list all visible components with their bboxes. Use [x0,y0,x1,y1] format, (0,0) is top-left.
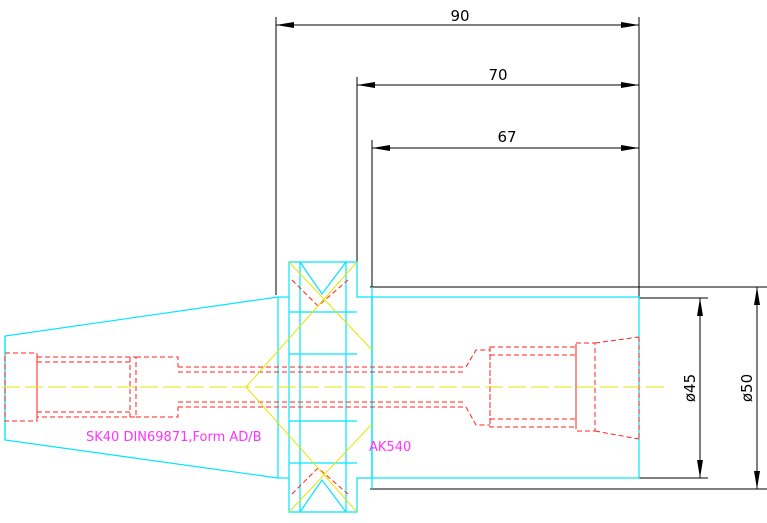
arrow-67-left [372,145,390,151]
dim-text-d45: ø45 [681,374,699,402]
v-groove-top [299,261,347,296]
arrow-90-left [276,22,294,28]
bore-transition-top [136,356,179,367]
cone-line-lower-a [245,386,358,513]
holder-code-label: AK540 [369,440,411,455]
holder-body [371,296,640,479]
collet-cone-top [465,349,490,368]
dimension-arrows [276,22,760,489]
collet-seat [575,342,596,432]
arrow-67-right [621,145,639,151]
dim-text-d50: ø50 [738,374,756,402]
arrow-70-right [621,82,639,88]
cone-line-lower-b [288,423,373,513]
v-groove-bottom [299,478,347,513]
arrow-90-right [621,22,639,28]
hidden-lines [4,279,640,495]
collet-cone-bottom [465,406,490,426]
arrow-70-left [357,82,375,88]
arrow-d45-bottom [697,460,703,478]
collet-taper-bottom [594,430,640,440]
dim-text-70: 70 [488,66,507,84]
dim-text-90: 90 [450,7,469,25]
arrow-d45-top [697,298,703,316]
arrow-d50-bottom [754,471,760,489]
arrow-d50-top [754,287,760,305]
cone-line-upper-a [245,261,358,388]
cone-reference-lines [245,261,373,513]
bore-transition-bottom [136,407,179,418]
cone-line-upper-b [288,261,373,351]
collet-taper-top [594,336,640,344]
taper-spec-label: SK40 DIN69871,Form AD/B [86,430,262,445]
dim-text-67: 67 [497,128,516,146]
dimension-lines [275,17,767,490]
